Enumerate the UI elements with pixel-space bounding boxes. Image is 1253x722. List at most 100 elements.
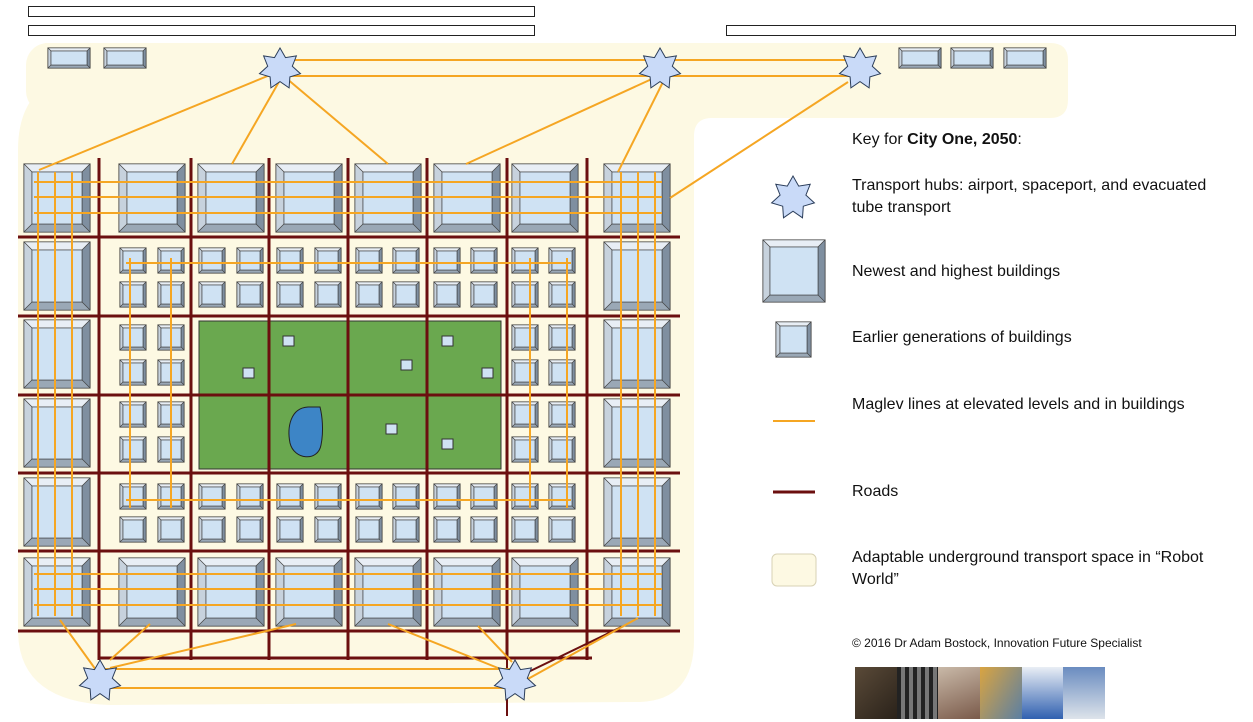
small-building — [119, 281, 147, 308]
top-building — [1003, 47, 1047, 69]
large-building — [23, 319, 91, 389]
transport-hub-star — [78, 658, 122, 701]
small-building — [433, 247, 461, 274]
small-building — [433, 281, 461, 308]
copyright-notice: © 2016 Dr Adam Bostock, Innovation Futur… — [852, 636, 1142, 650]
small-building — [236, 281, 264, 308]
small-building — [198, 483, 226, 510]
small-building — [119, 401, 147, 428]
photo-strip-image — [855, 667, 1106, 719]
underground-space-icon — [771, 553, 817, 587]
transport-hub-star — [493, 658, 537, 701]
small-building — [511, 483, 539, 510]
small-building — [470, 281, 498, 308]
park-pavilion — [441, 335, 454, 347]
large-building — [23, 557, 91, 627]
small-building — [548, 247, 576, 274]
small-building — [119, 516, 147, 543]
park-pavilion — [282, 335, 295, 347]
small-building — [548, 401, 576, 428]
large-building — [23, 241, 91, 311]
small-building — [119, 324, 147, 351]
small-building — [355, 247, 383, 274]
small-building — [511, 247, 539, 274]
title-bar-left-2 — [28, 25, 535, 36]
small-building — [355, 516, 383, 543]
small-building — [548, 436, 576, 463]
small-building — [355, 281, 383, 308]
small-building — [119, 483, 147, 510]
large-building — [433, 557, 501, 627]
maglev-line — [38, 74, 271, 171]
small-building — [470, 483, 498, 510]
small-building — [198, 247, 226, 274]
small-building — [548, 516, 576, 543]
top-building — [950, 47, 994, 69]
star-hub-icon — [770, 174, 816, 219]
maglev-line — [465, 77, 655, 165]
small-building — [511, 281, 539, 308]
maglev-line — [617, 79, 665, 173]
maglev-line — [387, 623, 509, 673]
maglev-line — [59, 619, 97, 671]
large-building — [197, 557, 265, 627]
small-building — [198, 281, 226, 308]
small-building — [511, 401, 539, 428]
park-lake — [288, 406, 324, 458]
small-building — [433, 516, 461, 543]
small-building — [236, 247, 264, 274]
maglev-line — [231, 79, 281, 165]
small-building — [511, 436, 539, 463]
small-building — [355, 483, 383, 510]
key-label-maglev: Maglev lines at elevated levels and in b… — [852, 396, 1185, 413]
maglev-line — [285, 77, 389, 165]
key-title: Key for City One, 2050: — [852, 131, 1022, 148]
small-building — [392, 281, 420, 308]
small-building — [236, 483, 264, 510]
small-building — [276, 247, 304, 274]
small-building — [548, 483, 576, 510]
park-pavilion — [385, 423, 398, 435]
large-building — [275, 557, 343, 627]
park-pavilion — [242, 367, 255, 379]
park-pavilion — [441, 438, 454, 450]
key-label-earlier-buildings: Earlier generations of buildings — [852, 329, 1072, 346]
small-building — [119, 436, 147, 463]
small-building — [314, 516, 342, 543]
key-label-underground: Adaptable underground transport space in… — [852, 549, 1204, 588]
small-building — [511, 516, 539, 543]
maglev-line — [669, 81, 849, 199]
large-building — [118, 557, 186, 627]
maglev-line — [525, 617, 639, 681]
small-building — [433, 483, 461, 510]
small-building — [119, 247, 147, 274]
large-building — [23, 398, 91, 468]
small-building — [548, 359, 576, 386]
small-building — [314, 247, 342, 274]
small-building — [119, 359, 147, 386]
small-building — [392, 483, 420, 510]
transport-hub-star — [838, 46, 882, 89]
key-label-newest-buildings: Newest and highest buildings — [852, 263, 1061, 280]
small-building — [511, 359, 539, 386]
key-label-roads: Roads — [852, 483, 899, 500]
small-building — [276, 516, 304, 543]
large-building — [23, 477, 91, 547]
small-building — [548, 281, 576, 308]
park-pavilion — [481, 367, 494, 379]
transport-hub-star — [638, 46, 682, 89]
small-building — [511, 324, 539, 351]
large-building — [354, 557, 422, 627]
small-building — [392, 516, 420, 543]
maglev-line — [109, 623, 297, 669]
large-building — [603, 241, 671, 311]
transport-hub-star — [258, 46, 302, 89]
key-label-hubs: Transport hubs: airport, spaceport, and … — [852, 177, 1207, 216]
title-bar-left-1 — [28, 6, 535, 17]
small-building — [392, 247, 420, 274]
small-building — [470, 247, 498, 274]
large-building — [511, 557, 579, 627]
small-building — [157, 516, 185, 543]
small-building — [548, 324, 576, 351]
